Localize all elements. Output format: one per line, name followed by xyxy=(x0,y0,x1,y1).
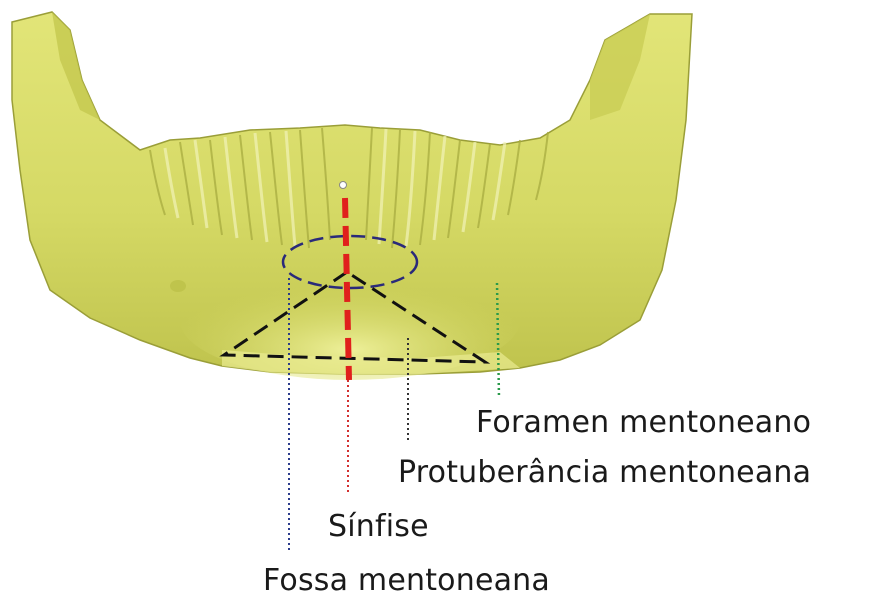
label-fossa-mentoneana: Fossa mentoneana xyxy=(263,566,550,596)
label-foramen-mentoneano: Foramen mentoneano xyxy=(476,408,811,438)
left-bump xyxy=(170,280,186,292)
label-protuberancia-mentoneana: Protuberância mentoneana xyxy=(398,458,811,488)
label-sinfise: Sínfise xyxy=(328,512,429,542)
mandible-bone xyxy=(12,12,692,380)
lingual-foramen-mark xyxy=(340,182,347,189)
